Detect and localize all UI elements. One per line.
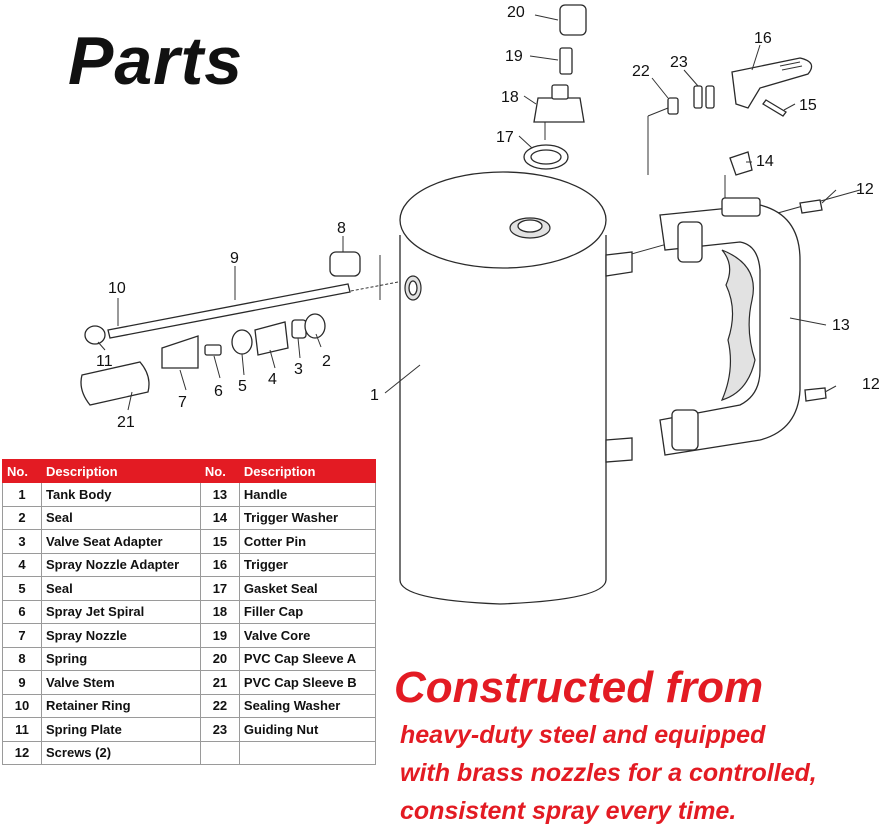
header-description-left: Description — [41, 459, 201, 483]
callout-9: 9 — [230, 250, 239, 267]
callout-14: 14 — [756, 153, 774, 170]
promo-text: Constructed from heavy-duty steel and eq… — [390, 660, 886, 830]
callout-20: 20 — [507, 4, 525, 21]
callout-23: 23 — [670, 54, 688, 71]
callout-15: 15 — [799, 97, 817, 114]
header-no-left: No. — [2, 459, 42, 483]
callout-11: 11 — [96, 353, 113, 370]
callout-12-bottom: 12 — [862, 376, 880, 393]
promo-headline: Constructed from — [394, 663, 764, 712]
callout-6: 6 — [214, 383, 223, 400]
trigger-assembly — [667, 57, 813, 176]
callout-labels: 1 2 3 4 5 6 7 8 9 10 11 12 12 13 14 15 1… — [96, 4, 880, 431]
callout-17: 17 — [496, 129, 514, 146]
header-description-right: Description — [238, 459, 377, 483]
page-title: Parts — [68, 23, 244, 99]
callout-4: 4 — [268, 371, 277, 388]
callout-7: 7 — [178, 394, 187, 411]
callout-leaders — [97, 14, 837, 411]
handle — [659, 197, 801, 456]
callout-1: 1 — [370, 387, 379, 404]
callout-21: 21 — [117, 414, 135, 431]
callout-16: 16 — [754, 30, 772, 47]
parts-table-header: No. Description No. Description — [2, 459, 377, 483]
callout-22: 22 — [632, 63, 650, 80]
callout-12-top: 12 — [856, 181, 874, 198]
promo-line: consistent spray every time. — [400, 797, 737, 825]
callout-2: 2 — [322, 353, 331, 370]
callout-18: 18 — [501, 89, 519, 106]
callout-13: 13 — [832, 317, 850, 334]
screws — [799, 199, 827, 402]
promo-line: heavy-duty steel and equipped — [400, 721, 766, 749]
callout-19: 19 — [505, 48, 523, 65]
callout-10: 10 — [108, 280, 126, 297]
promo-line: with brass nozzles for a controlled, — [400, 759, 817, 787]
callout-8: 8 — [337, 220, 346, 237]
filler-cap-stack — [523, 4, 587, 170]
tank-body — [399, 171, 633, 605]
header-no-right: No. — [199, 459, 240, 483]
callout-3: 3 — [294, 361, 303, 378]
callout-5: 5 — [238, 378, 247, 395]
promo-body: heavy-duty steel and equipped with brass… — [400, 716, 886, 830]
